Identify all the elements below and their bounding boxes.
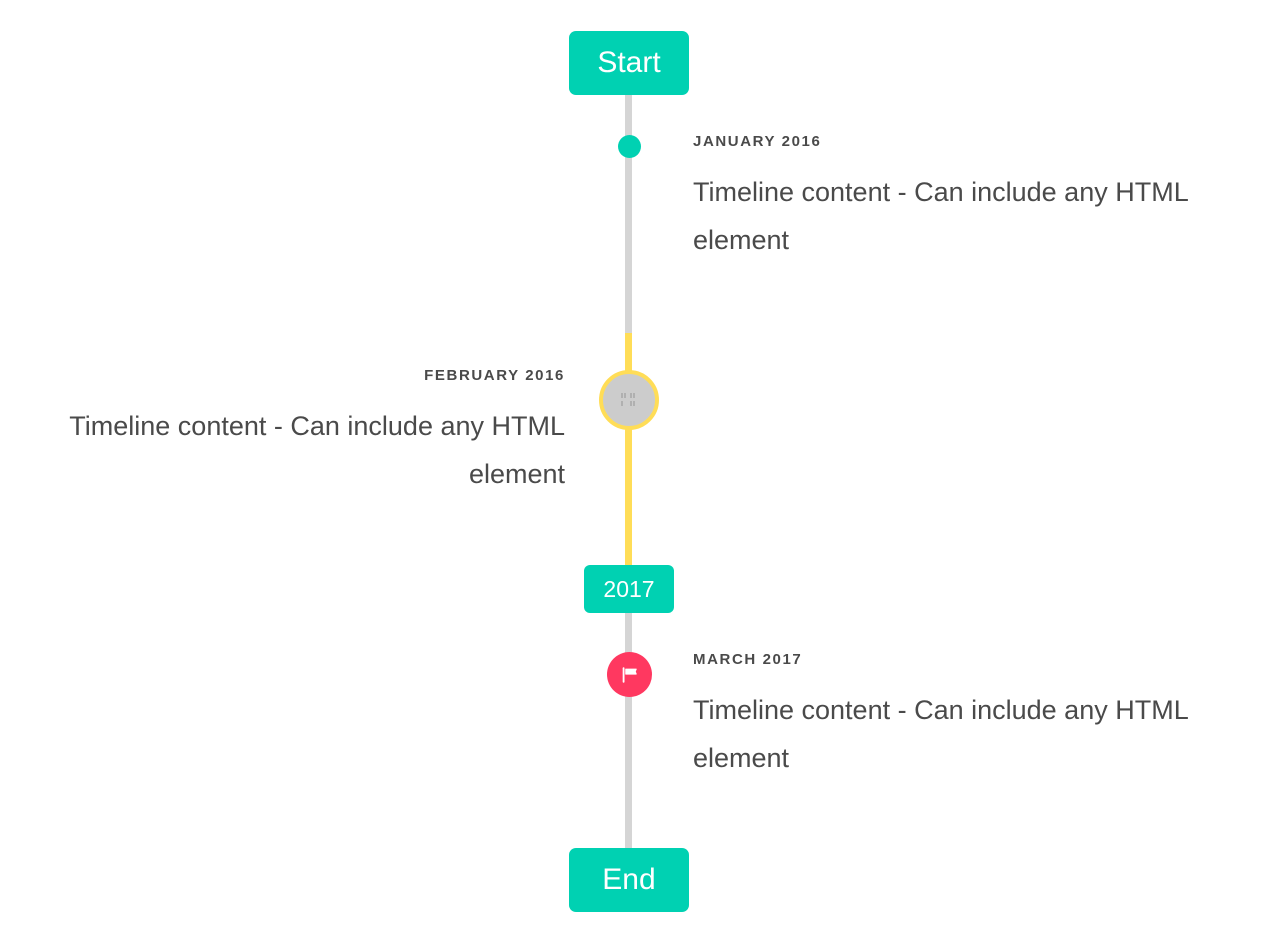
missing-image-icon [621,393,637,407]
timeline-heading-february: February 2016 [424,367,565,384]
timeline-heading-march: March 2017 [693,651,803,668]
flag-icon [619,664,641,686]
timeline-body-january: Timeline content - Can include any HTML … [693,177,1188,255]
timeline-heading-january: January 2016 [693,133,822,150]
timeline-item-january: January 2016 Timeline content - Can incl… [693,133,1233,264]
timeline-line-segment-bottom [625,613,632,850]
timeline-marker-march[interactable] [607,652,652,697]
timeline-marker-february[interactable] [599,370,659,430]
timeline-footer-end[interactable]: End [569,848,689,912]
timeline-item-march: March 2017 Timeline content - Can includ… [693,651,1233,782]
timeline-line-segment-active [625,333,632,565]
timeline-item-february: February 2016 Timeline content - Can inc… [35,367,565,498]
timeline-marker-january[interactable] [618,135,641,158]
timeline-body-february: Timeline content - Can include any HTML … [69,411,565,489]
timeline-header-start[interactable]: Start [569,31,689,95]
timeline-line-segment-top [625,95,632,333]
timeline-body-march: Timeline content - Can include any HTML … [693,695,1188,773]
timeline-divider-2017[interactable]: 2017 [584,565,674,613]
